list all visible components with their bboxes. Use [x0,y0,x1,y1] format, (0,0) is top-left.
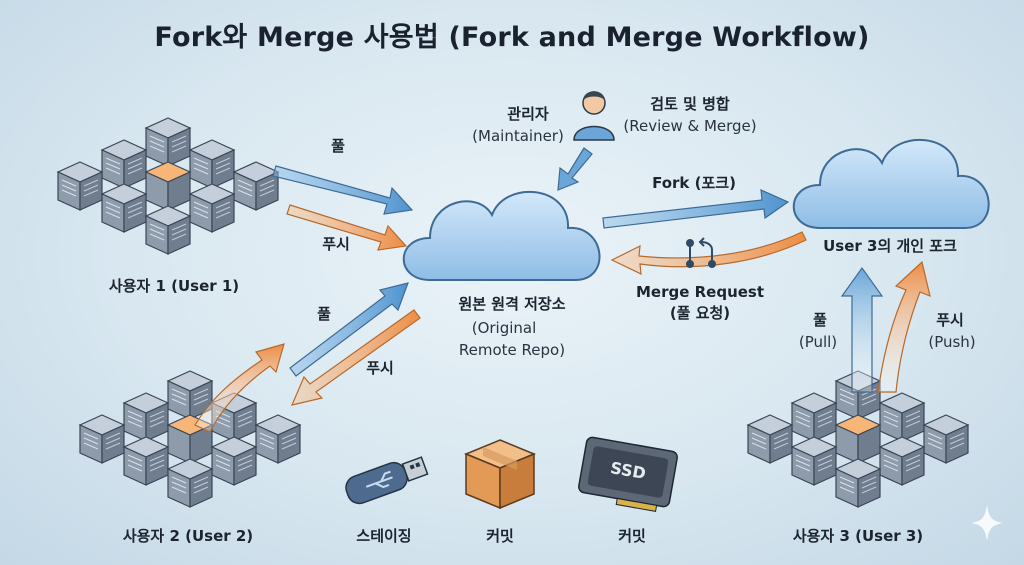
user3-label: 사용자 3 (User 3) [792,527,924,545]
usb-drive-icon [345,456,429,505]
u3-push-arrow [877,260,931,393]
u3-pull-label: 풀 [813,311,827,329]
u1-pull-arrow [272,165,414,215]
u2-push-arrow [290,309,421,406]
u3-push-label: 푸시 [936,311,964,329]
origin-repo-cloud [402,190,601,281]
maintainer-label: 관리자 [507,105,549,123]
page-title: Fork와 Merge 사용법 (Fork and Merge Workflow… [154,22,870,53]
ssd-icon [578,436,678,512]
u3-push-label-en: (Push) [928,333,976,351]
merge-request-arrow [610,231,807,276]
fork-arrow [602,189,790,229]
maintainer-label-en: (Maintainer) [472,127,564,145]
origin-repo-label-en-1: (Original [471,319,537,337]
merge-request-label: Merge Request [635,283,765,301]
user2-label: 사용자 2 (User 2) [122,527,254,545]
review-merge-label-en: (Review & Merge) [623,117,757,135]
u1-pull-label: 풀 [331,137,345,155]
merge-request-label-ko: (풀 요청) [669,304,731,322]
commit-label-1: 커밋 [486,527,514,545]
fork-repo-cloud [792,138,990,229]
u2-push-label: 푸시 [366,359,394,377]
u3-pull-arrow [840,266,884,393]
origin-repo-label-en-2: Remote Repo) [458,341,566,359]
u2-pull-arrow [289,282,409,377]
maintainer-person-icon [573,91,615,141]
user1-repo-cubes [57,117,279,255]
u1-push-label: 푸시 [322,235,350,253]
user2-repo-cubes [79,370,301,508]
staging-label: 스테이징 [356,527,412,545]
origin-repo-label: 원본 원격 저장소 [458,295,566,313]
maintainer-review-arrow [557,147,593,191]
fork-repo-label: User 3의 개인 포크 [823,237,957,255]
sparkle-icon [971,505,1003,541]
u2-pull-label: 풀 [317,305,331,323]
review-merge-label: 검토 및 병합 [650,95,730,113]
user1-label: 사용자 1 (User 1) [108,277,240,295]
fork-label: Fork (포크) [652,174,736,192]
merge-request-icon [686,237,716,268]
u1-push-arrow [286,204,408,251]
u2-commit-up-arrow [194,343,285,433]
commit-label-2: 커밋 [618,527,646,545]
package-box-icon [464,439,536,510]
u3-pull-label-en: (Pull) [798,333,838,351]
